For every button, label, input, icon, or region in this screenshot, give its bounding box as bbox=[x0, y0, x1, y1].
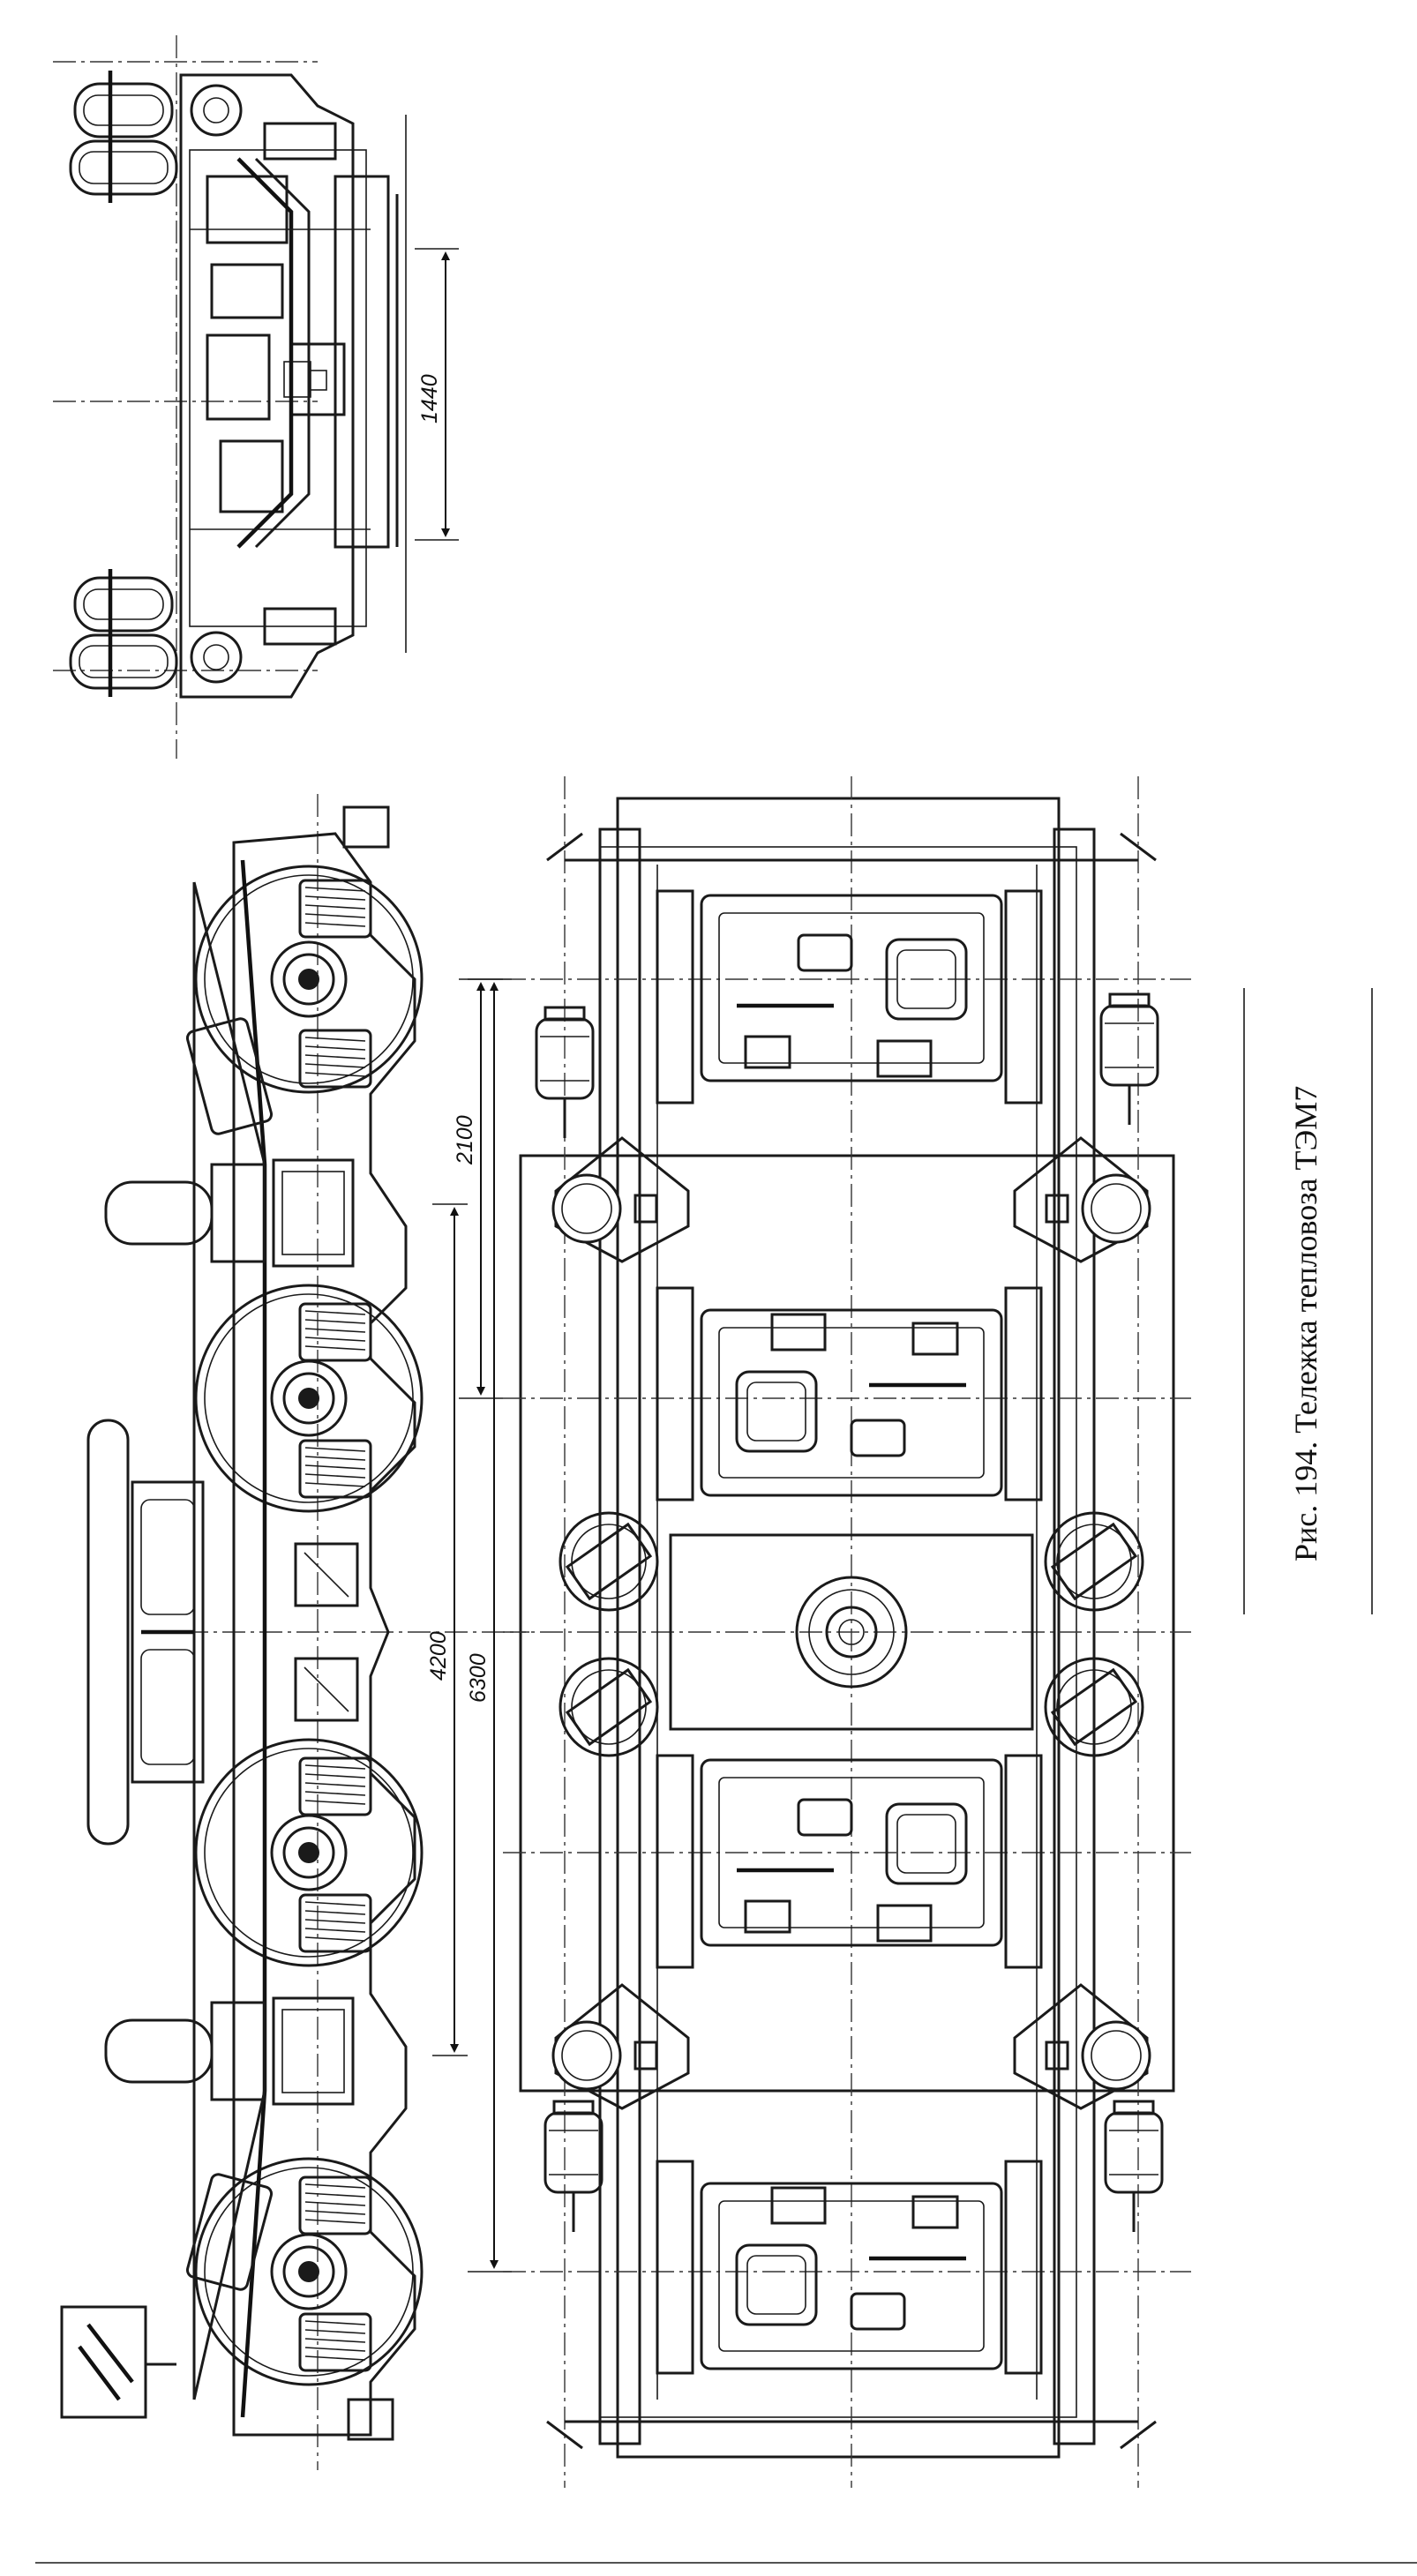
sandbox-2 bbox=[1099, 992, 1159, 1127]
sandbox-3 bbox=[544, 2100, 604, 2234]
wheel-1 bbox=[194, 865, 424, 1094]
dimension-6300-label: 6300 bbox=[466, 1653, 491, 1703]
side-view-small: 1440 bbox=[53, 35, 459, 759]
dimension-2100-label: 2100 bbox=[453, 1115, 477, 1165]
dimension-4200-label: 4200 bbox=[426, 1631, 451, 1681]
dimension-1440-label: 1440 bbox=[417, 374, 442, 423]
sandbox-4 bbox=[1104, 2100, 1164, 2234]
sandbox-left bbox=[60, 2305, 176, 2419]
side-view-large: 2100 4200 6300 bbox=[60, 794, 529, 2470]
dimension-2100: 2100 bbox=[453, 978, 503, 1399]
plan-view bbox=[503, 776, 1191, 2488]
side-bearing-2 bbox=[104, 1996, 355, 2106]
center-pivot bbox=[669, 1533, 1034, 1731]
bolster-pad-1 bbox=[559, 1511, 659, 1612]
wheel-4 bbox=[194, 2157, 424, 2386]
bolster-pad-2 bbox=[559, 1657, 659, 1757]
wheel-3 bbox=[194, 1738, 424, 1967]
wheelset-top bbox=[69, 71, 178, 203]
dimension-1440: 1440 bbox=[415, 248, 459, 541]
wheel-2 bbox=[194, 1284, 424, 1513]
wheelset-bottom bbox=[69, 569, 178, 697]
figure-caption: Рис. 194. Тележка тепловоза ТЭМ7 bbox=[1288, 1086, 1323, 1561]
dimension-6300: 6300 bbox=[466, 978, 512, 2273]
dimension-4200: 4200 bbox=[426, 1203, 468, 2056]
side-bearing-1 bbox=[104, 1158, 355, 1268]
